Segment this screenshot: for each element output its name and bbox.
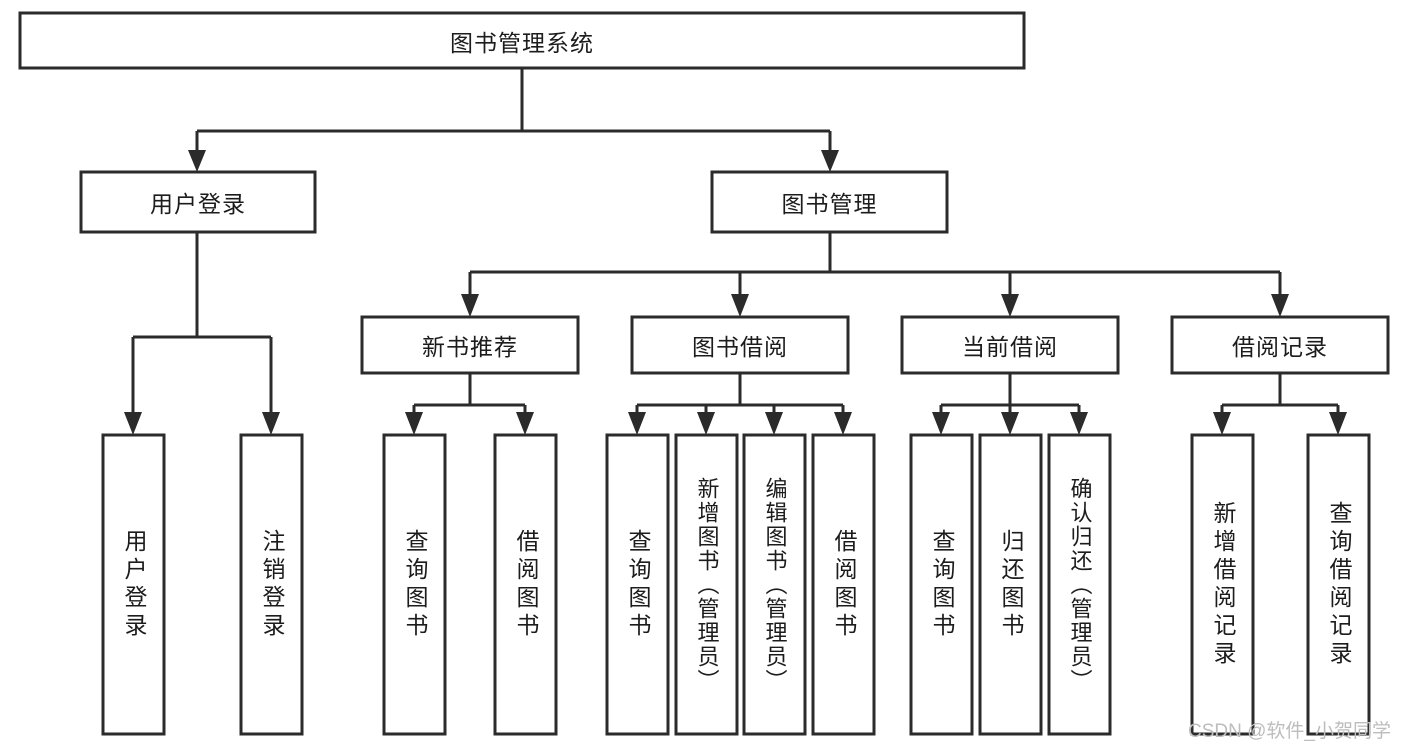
connector-userlogin-to-leaves — [124, 232, 280, 435]
node-box-new-book-recommend[interactable] — [360, 315, 580, 375]
node-box-leaf-edit-book[interactable] — [742, 433, 807, 736]
node-box-leaf-borrow-book-2[interactable] — [811, 433, 876, 736]
node-box-leaf-add-record[interactable] — [1190, 433, 1255, 736]
node-label-leaf-user-login: 用户登录 — [121, 528, 147, 641]
node-label-leaf-query-book-1: 查询图书 — [402, 528, 428, 641]
connector-root-to-level2 — [188, 68, 839, 172]
node-box-leaf-query-record[interactable] — [1306, 433, 1371, 736]
node-box-root[interactable] — [18, 11, 1026, 70]
node-label-leaf-query-record: 查询借阅记录 — [1326, 500, 1352, 669]
node-box-borrow-record[interactable] — [1170, 315, 1390, 375]
node-box-leaf-user-login[interactable] — [101, 433, 166, 736]
node-label-current-borrow: 当前借阅 — [962, 334, 1058, 360]
node-label-leaf-add-record: 新增借阅记录 — [1210, 500, 1236, 669]
node-label-leaf-edit-book: 编辑图书（管理员） — [762, 476, 788, 693]
node-label-root: 图书管理系统 — [450, 29, 594, 56]
node-box-current-borrow[interactable] — [900, 315, 1120, 375]
node-label-leaf-query-book-3: 查询图书 — [929, 528, 955, 641]
node-label-leaf-return-book: 归还图书 — [998, 528, 1024, 641]
connector-currentborrow-to-leaves — [932, 373, 1088, 435]
connector-bookborrow-to-leaves — [628, 373, 852, 435]
node-label-leaf-borrow-book-2: 借阅图书 — [831, 528, 857, 641]
node-label-borrow-record: 借阅记录 — [1232, 334, 1328, 360]
node-label-leaf-logout: 注销登录 — [259, 528, 285, 641]
node-box-leaf-add-book[interactable] — [674, 433, 739, 736]
node-label-leaf-borrow-book-1: 借阅图书 — [513, 528, 539, 641]
node-label-leaf-add-book: 新增图书（管理员） — [694, 476, 720, 693]
node-label-leaf-query-book-2: 查询图书 — [625, 528, 651, 641]
node-label-new-book-recommend: 新书推荐 — [422, 334, 518, 360]
node-box-leaf-query-book-2[interactable] — [605, 433, 670, 736]
node-box-leaf-borrow-book-1[interactable] — [493, 433, 558, 736]
node-label-book-borrow: 图书借阅 — [692, 334, 788, 360]
node-box-user-login[interactable] — [79, 170, 317, 234]
node-box-leaf-query-book-3[interactable] — [909, 433, 974, 736]
node-label-leaf-confirm-return: 确认归还（管理员） — [1067, 476, 1093, 693]
connector-newbook-to-leaves — [405, 373, 534, 435]
connector-borrowrecord-to-leaves — [1213, 373, 1347, 435]
csdn-watermark: CSDN @软件_小贺同学 — [1188, 721, 1391, 742]
node-box-leaf-query-book-1[interactable] — [382, 433, 447, 736]
node-box-book-management[interactable] — [710, 170, 949, 234]
connector-bookmgmt-to-level3 — [461, 232, 1289, 317]
node-box-book-borrow[interactable] — [630, 315, 850, 375]
node-box-leaf-return-book[interactable] — [978, 433, 1043, 736]
node-box-leaf-confirm-return[interactable] — [1047, 433, 1112, 736]
node-box-leaf-logout[interactable] — [239, 433, 304, 736]
node-label-user-login: 用户登录 — [150, 191, 246, 217]
node-label-book-management: 图书管理 — [781, 191, 878, 217]
